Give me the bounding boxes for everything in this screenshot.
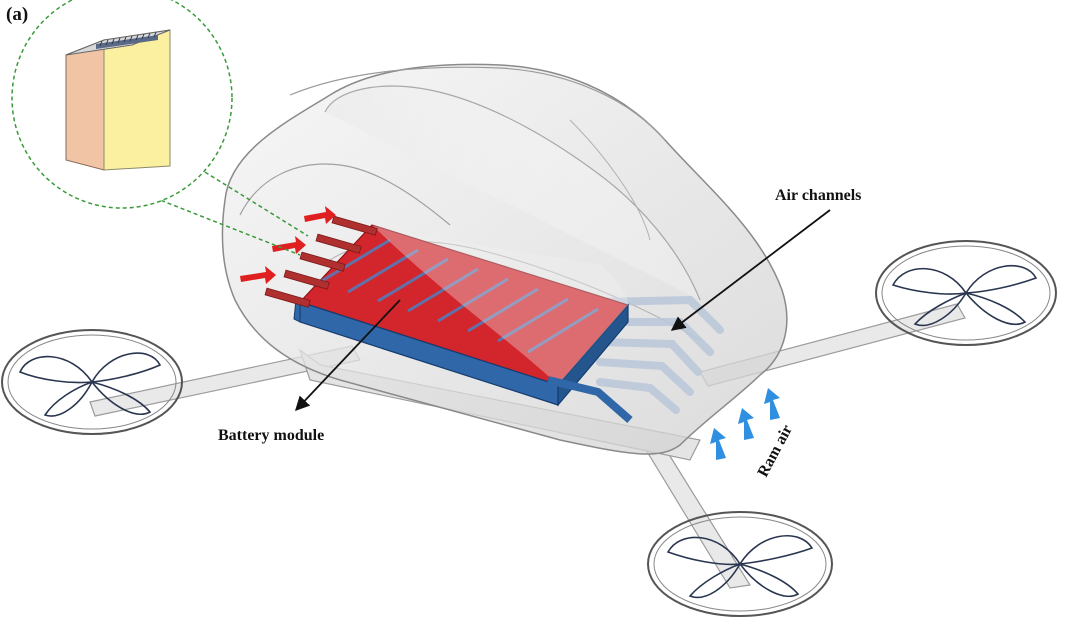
hot-air-outlets <box>240 206 378 308</box>
battery-cell-icon <box>65 29 171 171</box>
battery-module-leader <box>295 299 401 412</box>
rotor-left <box>1 329 183 435</box>
air-channels <box>596 295 724 414</box>
red-arrow-icon <box>240 206 336 284</box>
callouts <box>295 209 831 412</box>
fuselage-shell <box>221 63 788 455</box>
ram-air-arrows <box>710 388 780 460</box>
rotor-bottom <box>647 511 833 617</box>
rotor-right <box>875 240 1057 346</box>
ram-air-label: Ram air <box>755 422 797 480</box>
blue-arrow-icon <box>710 388 780 460</box>
air-channels-leader <box>670 209 831 331</box>
air-channels-label: Air channels <box>775 187 861 204</box>
zoom-inset <box>11 0 309 256</box>
battery-module-label: Battery module <box>218 427 324 444</box>
battery-module <box>293 224 633 424</box>
panel-label: (a) <box>6 4 28 25</box>
